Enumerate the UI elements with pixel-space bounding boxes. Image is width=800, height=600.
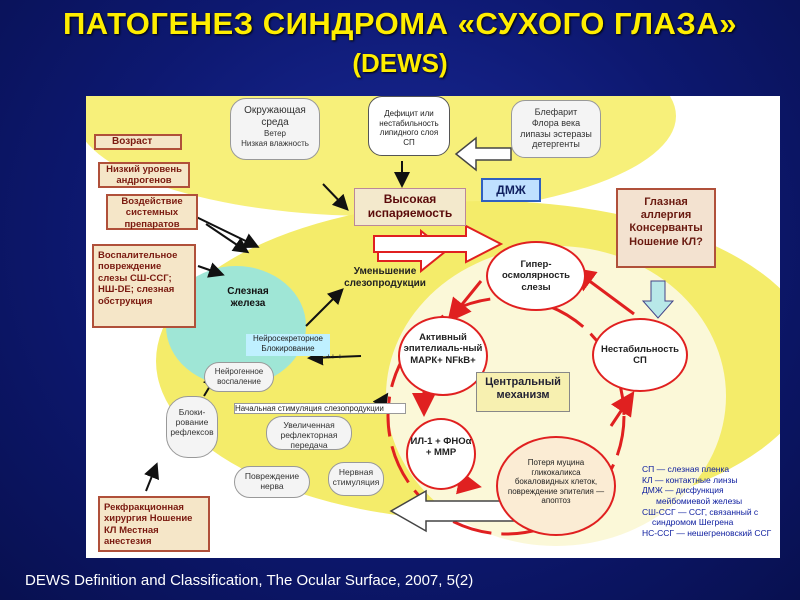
blepharitis-l2: Флора века <box>531 117 581 128</box>
blepharitis-l3: липазы эстеразы <box>520 128 592 139</box>
reflex-block-text: Блоки-рование рефлексов <box>170 407 214 438</box>
lacrimal-gland-box: Слезная железа <box>220 286 276 320</box>
diagram-panel: Окружающая среда Ветер Низкая влажность … <box>86 96 780 558</box>
mgd-box: ДМЖ <box>481 178 541 202</box>
mapk-text: Активный эпителиаль-ный МАРК+ NFkB+ <box>403 332 483 366</box>
age-text: Возраст <box>112 136 153 147</box>
blepharitis-l1: Блефарит <box>534 107 578 117</box>
reduced-tears-box: Уменьшение слезопродукции <box>334 264 436 298</box>
environment-box: Окружающая среда Ветер Низкая влажность <box>230 98 320 160</box>
nerve-stimulation-box: Нервная стимуляция <box>328 462 384 496</box>
arrow-to-instability <box>641 280 675 319</box>
gland-zone <box>166 266 306 386</box>
evaporation-text: Высокая испаряемость <box>367 192 453 221</box>
neurogenic-inflammation-box: Нейрогенное воспаление <box>204 362 274 392</box>
environment-title: Окружающая среда <box>244 105 306 128</box>
increased-reflex-text: Увеличенная рефлекторная передача <box>280 420 338 451</box>
androgen-box: Низкий уровень андрогенов <box>98 162 190 188</box>
blepharitis-box: Блефарит Флора века липазы эстеразы дете… <box>511 100 601 158</box>
legend-item: СП — слезная пленка <box>642 464 730 474</box>
neurogenic-inflammation-text: Нейрогенное воспаление <box>214 367 264 386</box>
age-box: Возраст <box>94 134 182 150</box>
allergy-l3: Консерванты <box>629 222 703 235</box>
citation-footer: DEWS Definition and Classification, The … <box>25 572 474 589</box>
systemic-drugs-text: Воздействие системных препаратов <box>121 196 183 230</box>
nerve-damage-text: Повреждение нерва <box>244 471 300 492</box>
neurosecretory-text: Нейросекреторное Блокирование <box>253 334 323 353</box>
plus-signs: ++ + <box>326 352 343 361</box>
evaporation-box: Высокая испаряемость <box>354 188 466 226</box>
nerve-damage-box: Повреждение нерва <box>234 466 310 498</box>
instability-text: Нестабильность СП <box>600 344 679 367</box>
legend-item: мейбомиевой железы <box>656 495 743 506</box>
hyperosmolarity-node: Гипер-осмолярность слезы <box>486 241 586 311</box>
allergy-l4: Ношение КЛ? <box>629 235 703 248</box>
legend: СП — слезная пленка КЛ — контактные линз… <box>642 464 780 538</box>
central-mechanism-text: Центральный механизм <box>485 376 561 402</box>
arrow-evap-to-hyper <box>373 224 504 264</box>
arrow-blepharitis-to-lipid <box>454 136 512 172</box>
lipid-deficit-text: Дефицит или нестабильность липидного сло… <box>379 109 439 147</box>
lipid-deficit-octagon: Дефицит или нестабильность липидного сло… <box>368 96 450 156</box>
environment-humidity: Низкая влажность <box>241 138 309 148</box>
reflex-block-box: Блоки-рование рефлексов <box>166 396 218 458</box>
initial-stimulation-label: Начальная стимуляция слезопродукции <box>234 403 406 414</box>
androgen-text: Низкий уровень андрогенов <box>106 164 182 187</box>
il1-text: ИЛ-1 + ФНОα + ММР <box>410 436 472 459</box>
hyperosmolarity-text: Гипер-осмолярность слезы <box>501 259 570 293</box>
inflammation-text: Воспалительное повреждение слезы СШ-ССГ;… <box>98 250 178 307</box>
lacrimal-gland-text: Слезная железа <box>227 286 269 309</box>
refractive-box: Рекфракционная хирургия Ношение КЛ Местн… <box>98 496 210 552</box>
legend-item: СШ-ССГ — ССГ, связанный с <box>642 506 759 517</box>
allergy-l1: Глазная <box>644 196 688 208</box>
increased-reflex-box: Увеличенная рефлекторная передача <box>266 416 352 450</box>
refractive-text: Рекфракционная хирургия Ношение КЛ Местн… <box>104 502 193 548</box>
legend-item: синдромом Шегрена <box>652 517 734 528</box>
central-mechanism-box: Центральный механизм <box>476 372 570 412</box>
reduced-tears-text: Уменьшение слезопродукции <box>344 266 426 289</box>
blepharitis-l4: детергенты <box>532 139 580 150</box>
mgd-text: ДМЖ <box>496 183 526 197</box>
page-title: ПАТОГЕНЕЗ СИНДРОМА «СУХОГО ГЛАЗА» <box>63 6 737 41</box>
neurosecretory-box: Нейросекреторное Блокирование <box>246 334 330 356</box>
legend-item: ДМЖ — дисфункция <box>642 485 724 496</box>
mucin-loss-text: Потеря муцина гликокаликса бокаловидных … <box>507 458 605 506</box>
il1-node: ИЛ-1 + ФНОα + ММР <box>406 418 476 490</box>
mapk-node: Активный эпителиаль-ный МАРК+ NFkB+ <box>398 316 488 396</box>
instability-node: Нестабильность СП <box>592 318 688 392</box>
legend-item: НС-ССГ — нешегреновский ССГ <box>642 527 772 538</box>
page-subtitle: (DEWS) <box>352 48 448 78</box>
inflammation-box: Воспалительное повреждение слезы СШ-ССГ;… <box>92 244 196 328</box>
legend-item: КЛ — контактные линзы <box>642 474 738 485</box>
environment-wind: Ветер <box>264 129 286 138</box>
mucin-loss-node: Потеря муцина гликокаликса бокаловидных … <box>496 436 616 536</box>
allergy-box: Глазная аллергия Консерванты Ношение КЛ? <box>616 188 716 268</box>
systemic-drugs-box: Воздействие системных препаратов <box>106 194 198 230</box>
nerve-stimulation-text: Нервная стимуляция <box>332 467 380 488</box>
allergy-l2: аллергия <box>640 209 692 222</box>
